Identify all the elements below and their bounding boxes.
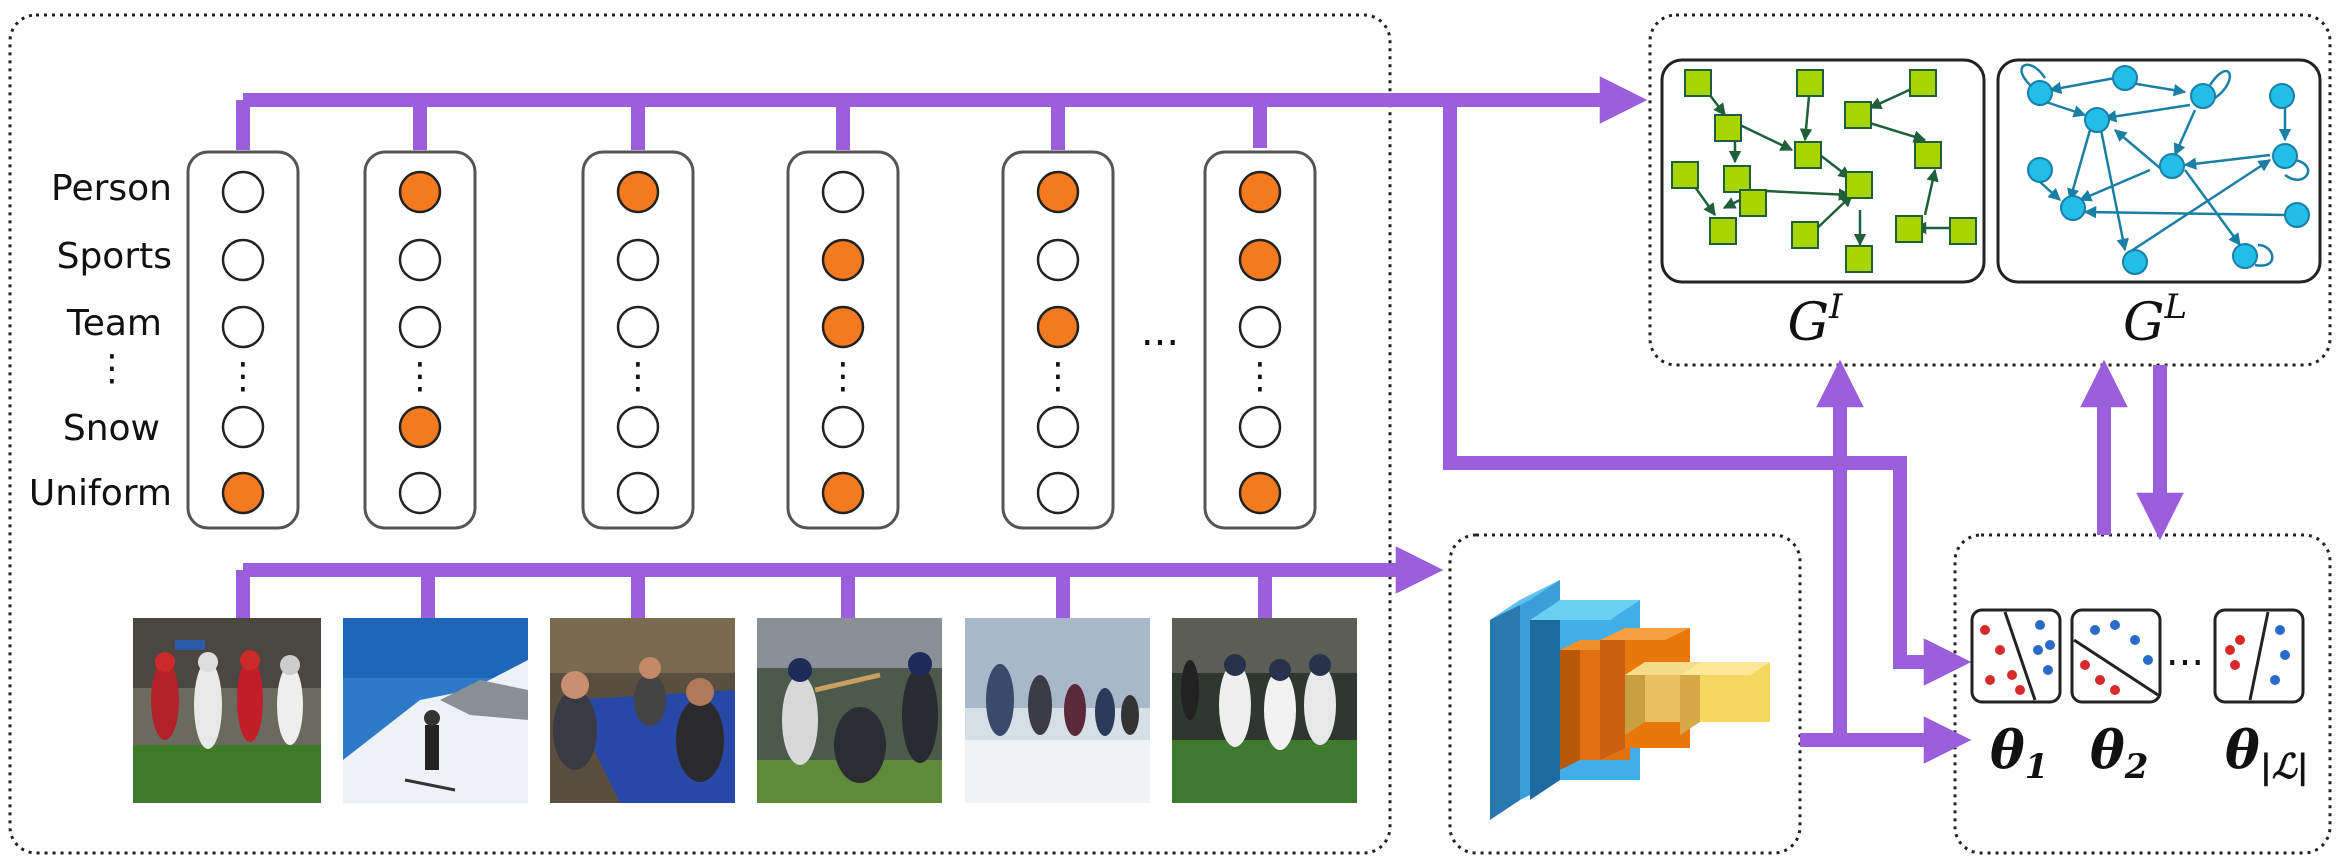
image-football-players — [1172, 618, 1357, 803]
label-node-1-5 — [221, 471, 265, 515]
label-node-1-3 — [221, 305, 265, 349]
image-baseball-batter — [757, 618, 942, 803]
label-vectors-ellipsis: ... — [1141, 309, 1179, 355]
cnn-output-arrows — [1800, 359, 2184, 764]
label-node-4-4 — [821, 405, 865, 449]
label-bus-arrows — [236, 76, 1972, 686]
label-node-2-5 — [398, 471, 442, 515]
label-node-5-4 — [1036, 405, 1080, 449]
image-snow-hikers — [965, 618, 1150, 803]
label-vector-columns: ⋮ ⋮ ⋮ ⋮ ⋮ ⋮ — [186, 150, 1317, 530]
label-node-2-4 — [398, 405, 442, 449]
label-graph-nodes — [2027, 65, 2310, 275]
label-node-4-5 — [821, 471, 865, 515]
label-vector-dots-5: ⋮ — [1040, 356, 1076, 397]
label-node-3-1 — [616, 170, 660, 214]
label-graph-label: GL — [2123, 287, 2187, 353]
label-node-5-5 — [1036, 471, 1080, 515]
label-node-1-4 — [221, 405, 265, 449]
image-football-game — [133, 618, 321, 803]
label-node-5-1 — [1036, 170, 1080, 214]
data-panel — [8, 13, 1392, 855]
image-skier-on-slope — [343, 618, 528, 803]
image-graph-nodes — [1671, 69, 1977, 273]
label-node-4-2 — [821, 238, 865, 282]
label-vector-dots-3: ⋮ — [620, 356, 656, 397]
cnn-panel — [1448, 533, 1802, 855]
label-name-team: Team — [66, 303, 162, 344]
image-board-game-players — [550, 618, 735, 803]
classifier-icons: ... — [1970, 608, 2305, 704]
label-node-2-3 — [398, 305, 442, 349]
label-vector-dots-1: ⋮ — [225, 356, 261, 397]
label-node-6-3 — [1238, 305, 1282, 349]
label-node-6-2 — [1238, 238, 1282, 282]
classifier-n-label: θ|ℒ| — [2225, 720, 2309, 787]
label-node-2-1 — [398, 170, 442, 214]
label-node-3-3 — [616, 305, 660, 349]
label-node-4-1 — [821, 170, 865, 214]
label-name-person: Person — [51, 168, 172, 209]
label-name-uniform: Uniform — [29, 473, 172, 514]
label-name-snow: Snow — [63, 408, 160, 449]
label-node-3-4 — [616, 405, 660, 449]
label-node-3-5 — [616, 471, 660, 515]
label-graph — [2020, 63, 2310, 267]
graph-panel — [1648, 13, 2332, 367]
label-vector-dots-4: ⋮ — [825, 356, 861, 397]
label-node-1-2 — [221, 238, 265, 282]
label-vector-dots-2: ⋮ — [402, 356, 438, 397]
label-node-5-3 — [1036, 305, 1080, 349]
label-node-6-5 — [1238, 471, 1282, 515]
image-thumbnails — [133, 618, 1357, 803]
label-node-3-2 — [616, 238, 660, 282]
label-node-5-2 — [1036, 238, 1080, 282]
classifiers-ellipsis: ... — [2166, 629, 2204, 675]
classifier-1-label: θ1 — [1990, 720, 2048, 787]
label-node-4-3 — [821, 305, 865, 349]
label-node-6-1 — [1238, 170, 1282, 214]
image-bus-arrows — [236, 546, 1444, 618]
label-name-vertical-dots: ⋮ — [94, 348, 130, 389]
cnn-icon — [1490, 580, 1770, 820]
label-node-1-1 — [221, 170, 265, 214]
label-node-2-2 — [398, 238, 442, 282]
image-graph-label: GI — [1788, 287, 1844, 353]
classifier-2-label: θ2 — [2090, 720, 2148, 787]
label-node-6-4 — [1238, 405, 1282, 449]
label-vector-dots-6: ⋮ — [1242, 356, 1278, 397]
label-name-sports: Sports — [57, 236, 172, 277]
